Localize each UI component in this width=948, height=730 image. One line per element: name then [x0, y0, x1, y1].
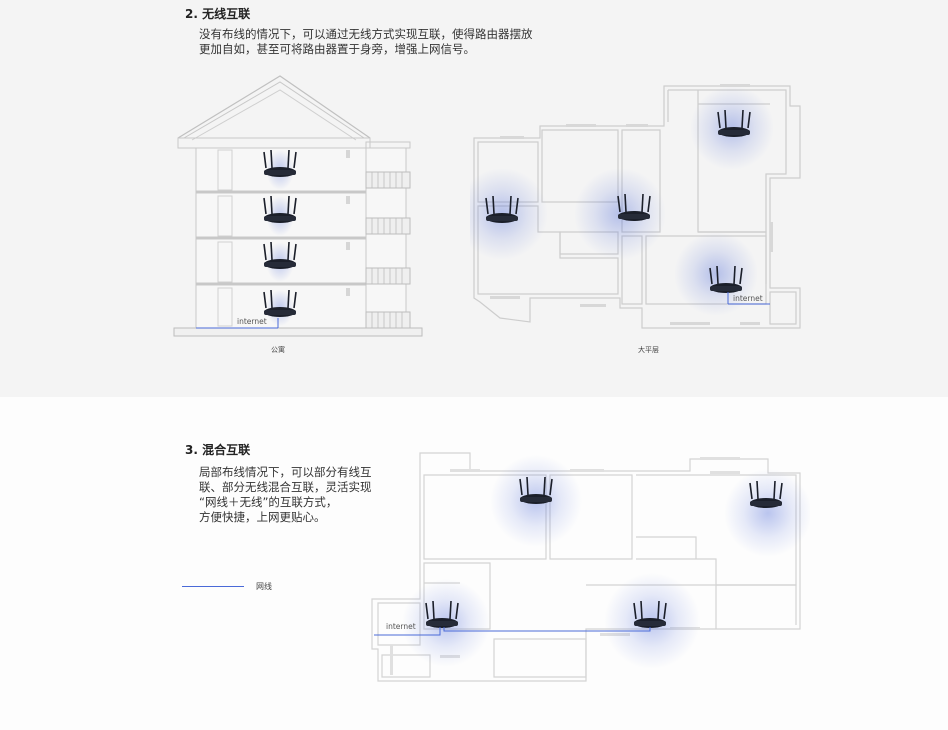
apartment-caption: 公寓: [271, 346, 285, 354]
wire-legend-line: [182, 586, 244, 587]
hybrid-desc-line: 方便快捷，上网更贴心。: [199, 510, 326, 524]
wireless-section: 2. 无线互联 没有布线的情况下，可以通过无线方式实现互联，使得路由器摆放 更加…: [0, 0, 948, 397]
hybrid-floorplan-diagram: internet: [371, 452, 810, 682]
wireless-desc-line: 没有布线的情况下，可以通过无线方式实现互联，使得路由器摆放: [199, 27, 533, 41]
hybrid-section: 3. 混合互联 局部布线情况下，可以部分有线互 联、部分无线混合互联，灵活实现 …: [0, 397, 948, 730]
apartment-building-diagram: internet: [173, 75, 423, 337]
wire-legend: 网线: [182, 581, 272, 592]
wireless-title: 2. 无线互联: [185, 7, 251, 21]
internet-label: internet: [733, 294, 763, 303]
hybrid-desc-line: 联、部分无线混合互联，灵活实现: [199, 480, 372, 494]
wireless-description: 没有布线的情况下，可以通过无线方式实现互联，使得路由器摆放 更加自如，甚至可将路…: [199, 27, 533, 57]
wireless-desc-line: 更加自如，甚至可将路由器置于身旁，增强上网信号。: [199, 42, 475, 56]
hybrid-description: 局部布线情况下，可以部分有线互 联、部分无线混合互联，灵活实现 “网线＋无线”的…: [199, 465, 372, 525]
hybrid-desc-line: 局部布线情况下，可以部分有线互: [199, 465, 372, 479]
flat-caption: 大平层: [638, 346, 659, 354]
hybrid-desc-line: “网线＋无线”的互联方式，: [199, 495, 338, 509]
flat-floorplan-diagram: internet: [470, 84, 801, 329]
hybrid-title: 3. 混合互联: [185, 443, 251, 457]
wire-legend-label: 网线: [256, 582, 272, 591]
internet-label: internet: [386, 622, 416, 631]
internet-label: internet: [237, 317, 267, 326]
